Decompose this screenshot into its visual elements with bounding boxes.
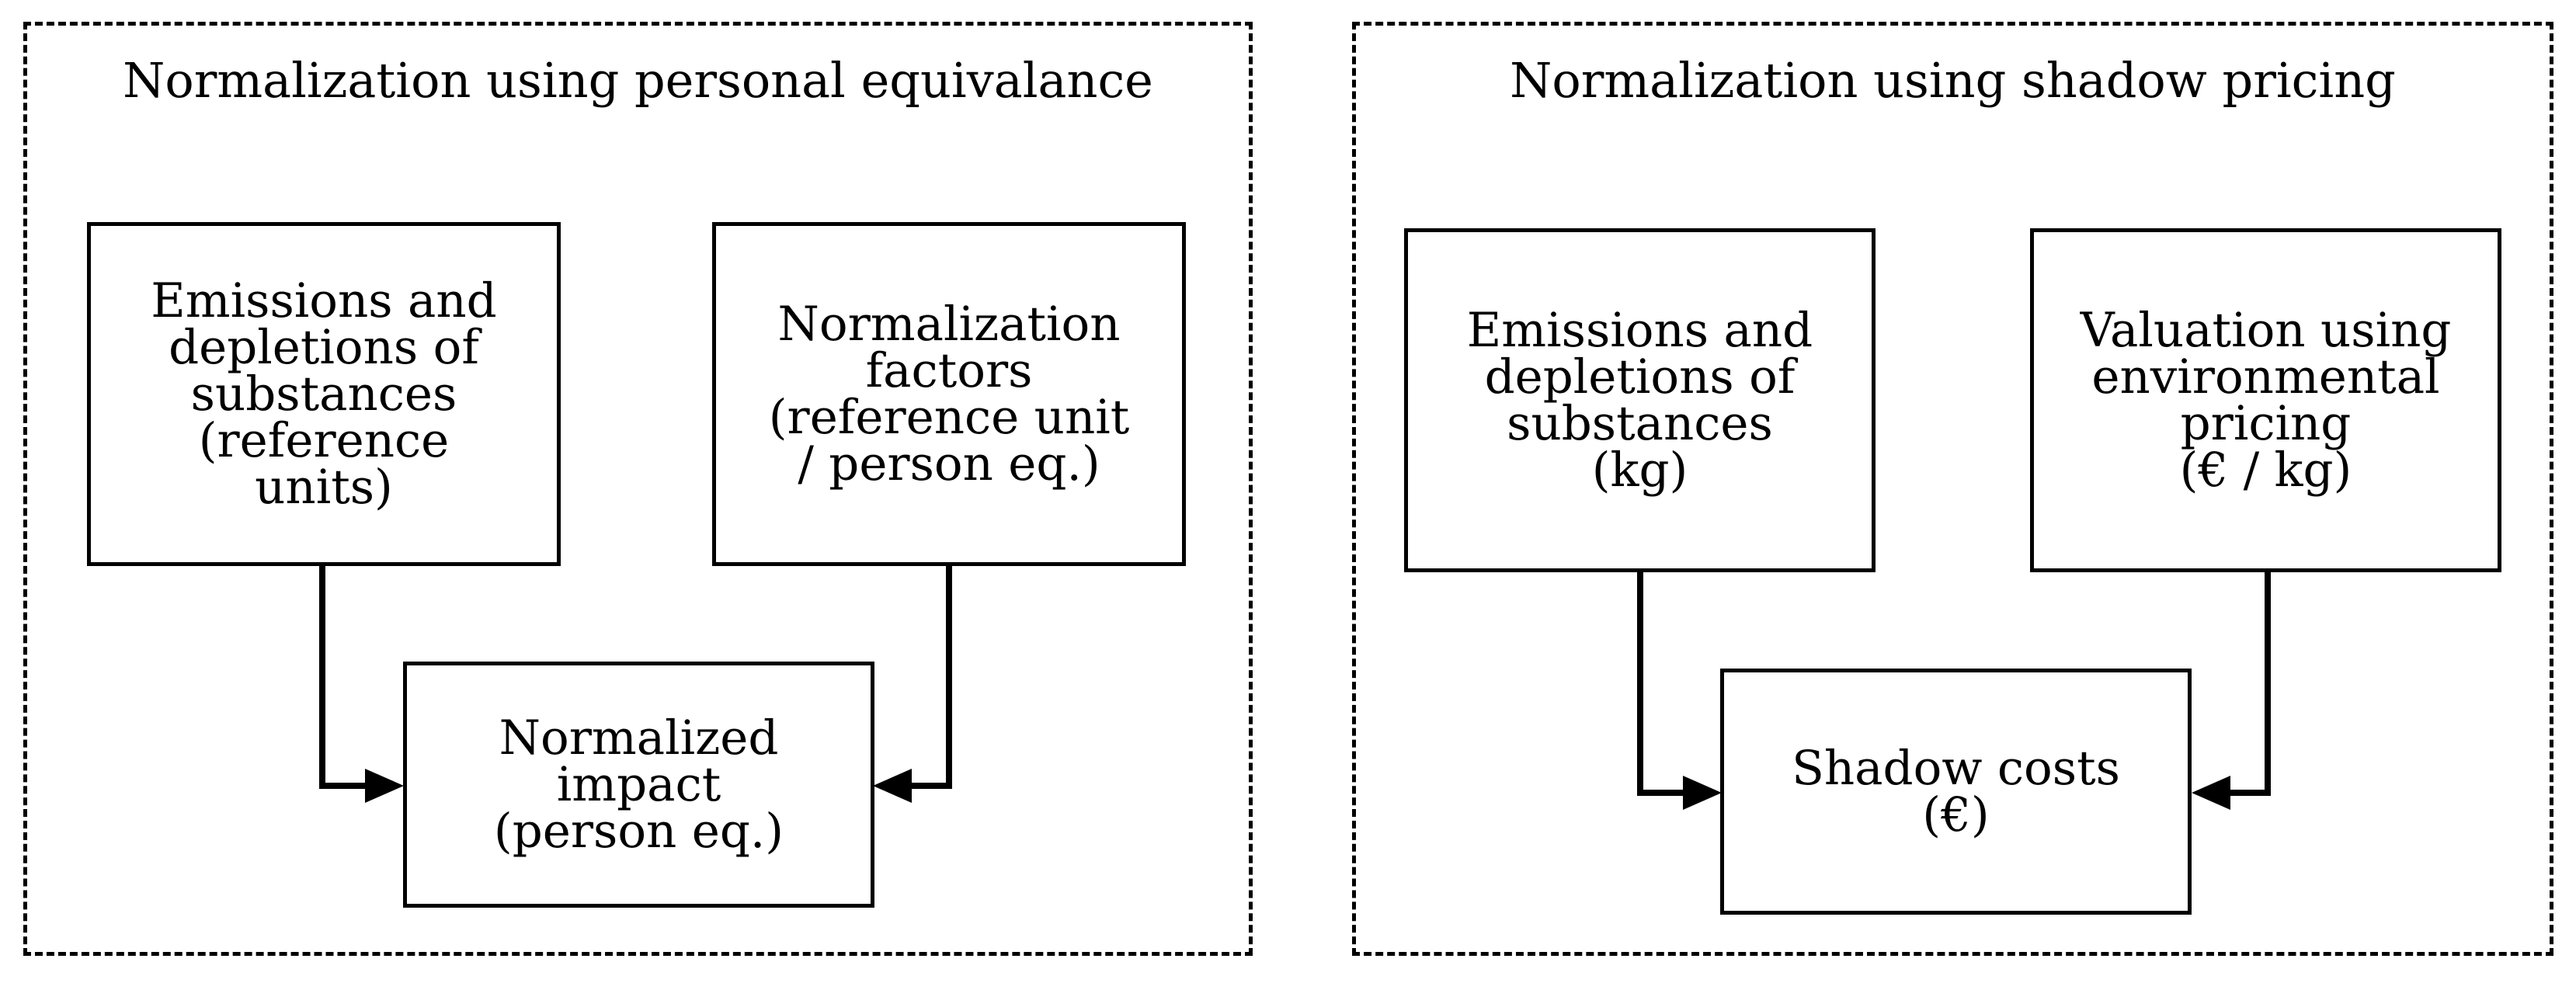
arrow-left-to-normalized-impact	[319, 564, 365, 789]
arrow-right-to-normalized-impact	[912, 564, 952, 789]
arrowhead-left-panel1	[365, 769, 404, 803]
box-text-line: (kg)	[1591, 442, 1688, 498]
panel-shadow-pricing: Normalization using shadow pricing	[1352, 22, 2553, 956]
panel-personal-equivalence: Normalization using personal equivalance	[23, 22, 1253, 956]
box-emissions-reference-units: Emissions and depletions of substances (…	[87, 222, 561, 566]
box-text-line: (€)	[1922, 787, 1990, 842]
box-text-line: Shadow costs	[1792, 740, 2120, 796]
box-text-line: substances	[1507, 395, 1773, 451]
box-text-line: (reference	[198, 412, 450, 468]
arrowhead-right-panel1	[873, 769, 912, 803]
arrowhead-left-panel2	[1683, 776, 1722, 810]
box-text-line: Normalization	[777, 296, 1121, 352]
box-text-line: / person eq.)	[798, 436, 1100, 492]
panel-title: Normalization using shadow pricing	[1510, 52, 2396, 109]
box-valuation-environmental-pricing: Valuation using environmental pricing (€…	[2030, 228, 2501, 572]
box-text-line: (reference unit	[768, 389, 1130, 445]
box-text-line: (€ / kg)	[2179, 442, 2352, 498]
box-text-line: units)	[255, 459, 393, 515]
box-text-line: pricing	[2180, 395, 2352, 451]
box-text-line: substances	[190, 366, 457, 422]
arrow-left-to-shadow-costs	[1637, 571, 1683, 796]
arrowhead-right-panel2	[2192, 776, 2230, 810]
box-text-line: Normalized	[499, 710, 779, 766]
box-text-line: Emissions and	[151, 273, 497, 328]
box-normalized-impact: Normalized impact (person eq.)	[403, 662, 874, 908]
box-text-line: depletions of	[1484, 349, 1796, 405]
box-text-line: depletions of	[169, 319, 479, 375]
box-normalization-factors: Normalization factors (reference unit / …	[712, 222, 1186, 566]
arrow-right-to-shadow-costs	[2230, 571, 2271, 796]
box-shadow-costs: Shadow costs (€)	[1720, 669, 2192, 915]
box-text-line: factors	[865, 342, 1033, 398]
box-text-line: impact	[556, 756, 721, 812]
box-emissions-kg: Emissions and depletions of substances (…	[1404, 228, 1876, 572]
panel-title: Normalization using personal equivalance	[123, 52, 1153, 109]
box-text-line: (person eq.)	[493, 803, 784, 859]
box-text-line: Emissions and	[1466, 302, 1813, 358]
box-text-line: environmental	[2091, 349, 2440, 405]
box-text-line: Valuation using	[2080, 302, 2452, 358]
